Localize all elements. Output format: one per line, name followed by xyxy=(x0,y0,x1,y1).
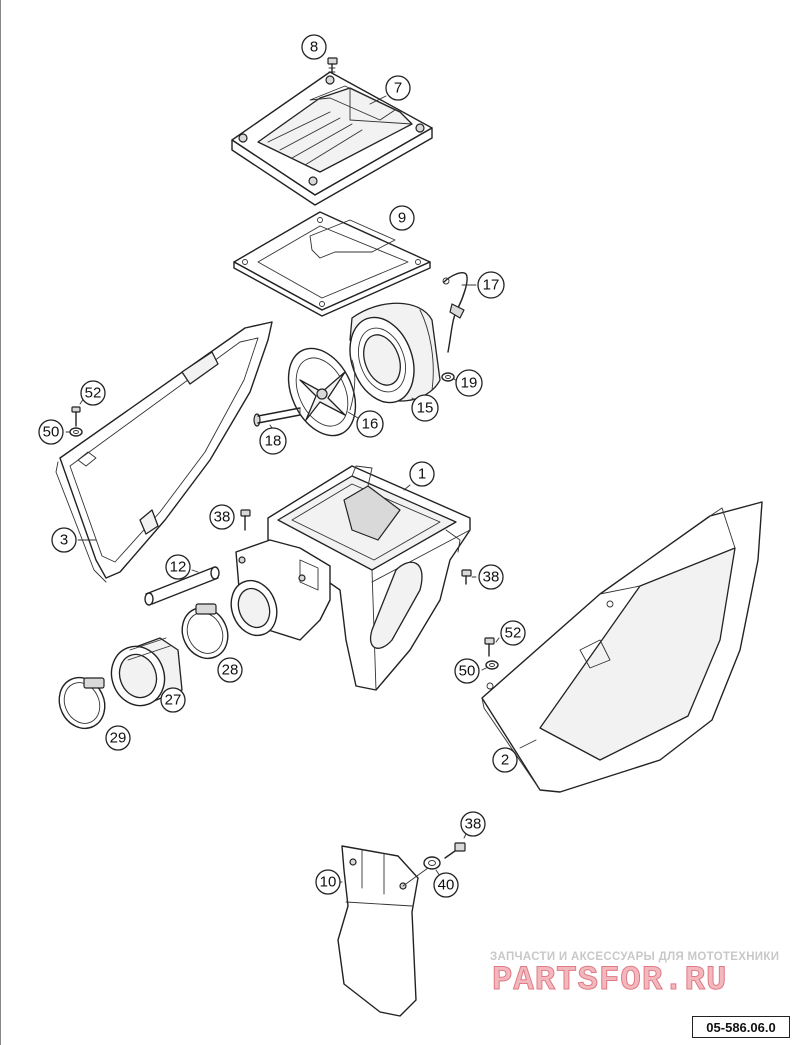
part-38-screw-bottom xyxy=(444,842,466,859)
diagram-code: 05-586.06.0 xyxy=(692,1016,790,1038)
svg-text:38: 38 xyxy=(465,816,482,833)
svg-text:10: 10 xyxy=(320,874,337,891)
svg-text:38: 38 xyxy=(483,569,500,586)
watermark-logo: PARTSFOR.RU xyxy=(491,962,728,1001)
callout-17: 17 xyxy=(477,271,505,299)
part-9-gasket xyxy=(233,211,431,317)
svg-text:15: 15 xyxy=(417,400,434,417)
svg-text:19: 19 xyxy=(461,375,478,392)
part-10-mud-flap xyxy=(337,845,419,1017)
callout-38-bottom: 38 xyxy=(460,811,486,837)
svg-text:28: 28 xyxy=(222,662,239,679)
watermark-tagline: ЗАПЧАСТИ И АКСЕССУАРЫ ДЛЯ МОТОТЕХНИКИ xyxy=(490,951,780,963)
callout-27: 27 xyxy=(160,687,186,713)
svg-text:27: 27 xyxy=(165,692,182,709)
callout-52-right: 52 xyxy=(500,620,526,646)
part-1-air-filter-box xyxy=(230,465,471,691)
svg-text:12: 12 xyxy=(170,559,187,576)
svg-text:7: 7 xyxy=(394,80,402,97)
part-2-right-side-panel xyxy=(481,501,763,793)
part-40-washer xyxy=(423,856,441,870)
leader-lines xyxy=(65,95,537,887)
svg-text:18: 18 xyxy=(265,433,282,450)
callout-29: 29 xyxy=(105,725,131,751)
svg-text:50: 50 xyxy=(43,424,60,441)
svg-text:29: 29 xyxy=(110,730,127,747)
callout-40: 40 xyxy=(433,872,459,898)
callout-15: 15 xyxy=(411,394,439,422)
part-52-50-right-screw-washer xyxy=(484,637,499,670)
callout-12: 12 xyxy=(165,554,191,580)
part-27-intake-boot xyxy=(110,637,183,707)
svg-text:38: 38 xyxy=(214,509,231,526)
callout-38-upper: 38 xyxy=(209,504,235,530)
callout-18: 18 xyxy=(259,427,287,455)
svg-text:1: 1 xyxy=(418,466,426,483)
svg-text:2: 2 xyxy=(501,752,509,769)
part-16-filter-cage xyxy=(287,347,357,437)
part-52-50-left-screw-washer xyxy=(69,406,83,437)
callout-2: 2 xyxy=(492,747,518,773)
callout-50-left: 50 xyxy=(38,419,64,445)
callout-1: 1 xyxy=(409,461,435,487)
part-15-air-filter xyxy=(349,302,441,404)
part-3-left-side-panel xyxy=(55,321,273,583)
callout-8: 8 xyxy=(301,34,327,60)
svg-text:52: 52 xyxy=(505,625,522,642)
callout-16: 16 xyxy=(356,410,384,438)
svg-text:50: 50 xyxy=(459,663,476,680)
part-19-washer xyxy=(441,372,455,382)
part-38-screw-right xyxy=(461,569,472,585)
svg-text:9: 9 xyxy=(398,210,406,227)
svg-text:16: 16 xyxy=(362,416,379,433)
part-38-screw-upper xyxy=(240,509,251,531)
callout-52-left: 52 xyxy=(80,380,106,406)
callout-3: 3 xyxy=(51,527,77,553)
callout-50-right: 50 xyxy=(454,658,480,684)
svg-text:52: 52 xyxy=(85,385,102,402)
svg-text:17: 17 xyxy=(483,277,500,294)
callout-7: 7 xyxy=(385,75,411,101)
svg-text:8: 8 xyxy=(310,39,318,56)
part-17-clip xyxy=(442,272,468,353)
callout-10: 10 xyxy=(315,869,341,895)
svg-text:40: 40 xyxy=(438,877,455,894)
svg-text:3: 3 xyxy=(60,532,68,549)
callout-38-right: 38 xyxy=(478,564,504,590)
part-29-hose-clamp xyxy=(58,676,106,730)
callout-9: 9 xyxy=(389,205,415,231)
callout-28: 28 xyxy=(217,657,243,683)
part-7-cover xyxy=(231,71,433,206)
part-12-hose xyxy=(144,566,220,606)
page-border xyxy=(0,0,1,1045)
callout-19: 19 xyxy=(455,369,483,397)
part-28-hose-clamp xyxy=(181,603,229,660)
part-18-bolt xyxy=(253,407,301,427)
